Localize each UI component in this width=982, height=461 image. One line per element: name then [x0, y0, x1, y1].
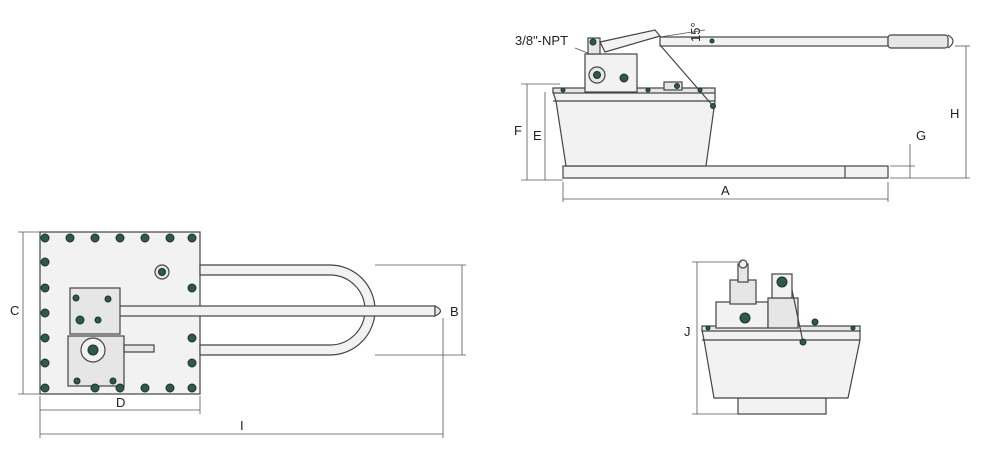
- dim-H: H: [950, 106, 959, 121]
- dim-F: F: [514, 123, 522, 138]
- dim-I: I: [240, 418, 244, 433]
- dim-B: B: [450, 304, 459, 319]
- top-handle-loop: [199, 264, 376, 356]
- side-handle-grip: [887, 34, 949, 49]
- dim-J: J: [684, 324, 691, 339]
- port-label: 3/8"-NPT: [515, 33, 568, 48]
- front-base: [737, 397, 827, 415]
- side-view: 3/8"-NPT 15° F E A G H: [514, 22, 970, 202]
- top-view: C D I B: [10, 231, 466, 438]
- dim-G: G: [916, 128, 926, 143]
- dim-E: E: [533, 128, 542, 143]
- front-view: J: [684, 259, 861, 415]
- top-handle-rod: [114, 305, 436, 317]
- dim-D: D: [116, 395, 125, 410]
- dim-A: A: [721, 183, 730, 198]
- angle-label: 15°: [688, 22, 703, 42]
- dim-C: C: [10, 303, 19, 318]
- side-base-plate: [562, 165, 889, 179]
- side-reservoir: [552, 91, 716, 167]
